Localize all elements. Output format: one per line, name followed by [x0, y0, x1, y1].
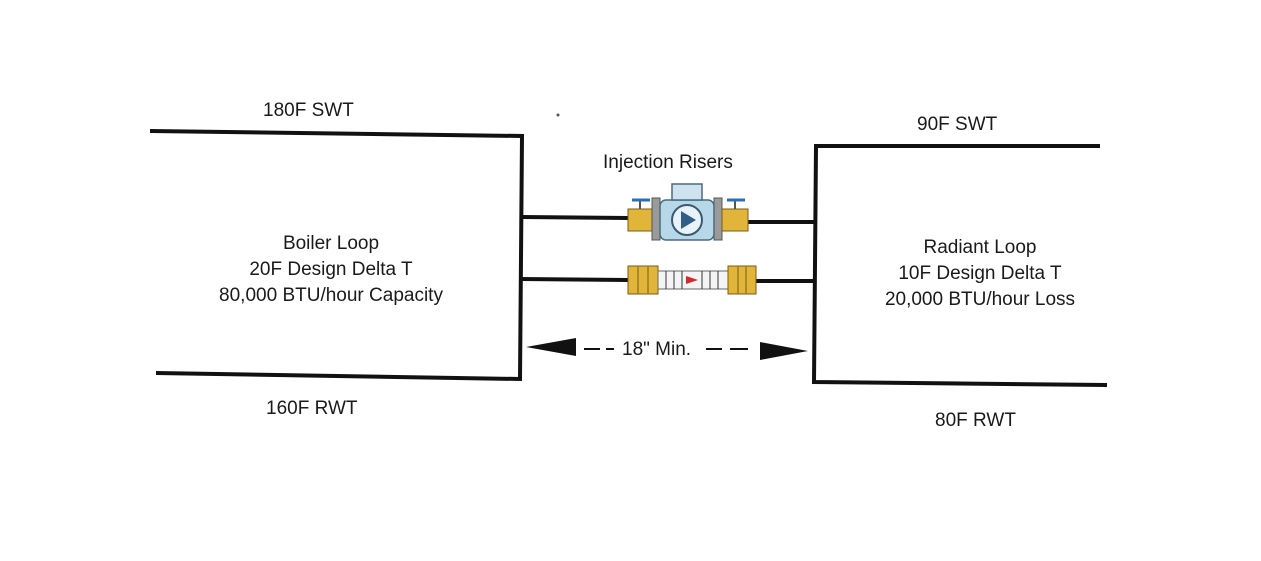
radiant-loop-description: Radiant Loop 10F Design Delta T 20,000 B… [850, 235, 1110, 313]
boiler-capacity: 80,000 BTU/hour Capacity [219, 285, 443, 306]
radiant-loss: 20,000 BTU/hour Loss [884, 289, 1076, 310]
boiler-loop-pipes [149, 129, 525, 382]
radiant-loop-title: Radiant Loop [923, 237, 1037, 258]
spacing-dimension [526, 338, 808, 360]
boiler-loop-title: Boiler Loop [282, 233, 380, 254]
boiler-return-label: 160F RWT [266, 398, 358, 419]
dimension-arrow-right [760, 342, 808, 360]
injection-risers-title: Injection Risers [603, 152, 733, 173]
radiant-loop-pipes [811, 144, 1108, 387]
flow-meter-icon [627, 265, 757, 295]
spacing-label: 18" Min. [622, 339, 692, 360]
radiant-delta-t: 10F Design Delta T [898, 263, 1062, 284]
pump-icon [627, 183, 749, 241]
radiant-supply-label: 90F SWT [917, 114, 998, 135]
boiler-delta-t: 20F Design Delta T [249, 259, 413, 280]
injection-riser-pipes [519, 215, 814, 283]
boiler-loop-description: Boiler Loop 20F Design Delta T 80,000 BT… [201, 231, 461, 309]
dimension-arrow-left [526, 338, 576, 356]
boiler-supply-label: 180F SWT [263, 100, 354, 121]
speck [556, 113, 560, 117]
radiant-return-label: 80F RWT [935, 410, 1016, 431]
